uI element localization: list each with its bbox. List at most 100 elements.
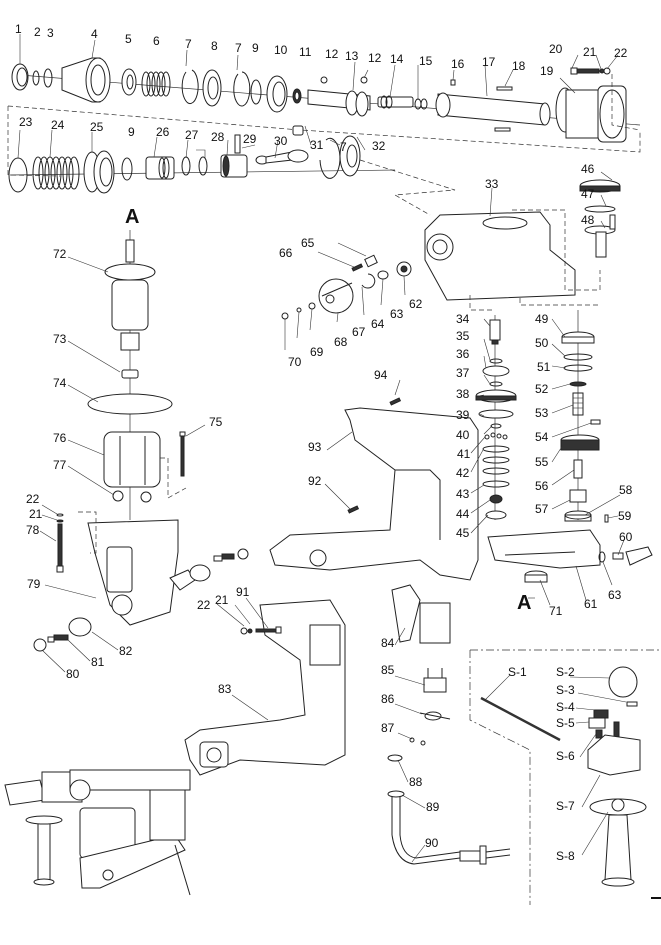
callout-22c: 22 — [197, 598, 211, 612]
part-7-circlip-c — [319, 137, 341, 179]
callout-54: 54 — [535, 430, 549, 444]
callout-10: 10 — [274, 43, 288, 57]
part-64-circlip — [361, 273, 376, 289]
part-12-ball — [320, 76, 328, 84]
part-44-nut — [489, 494, 503, 504]
callout-86: 86 — [381, 692, 395, 706]
part-12-ball-b — [360, 76, 368, 84]
part-94-screw — [389, 397, 402, 406]
part-82-brush-holder — [68, 617, 92, 637]
part-45-bearing — [485, 510, 507, 520]
part-34-pinion — [489, 319, 501, 345]
part-79-motor-housing — [87, 519, 196, 626]
callout-7c: 7 — [340, 140, 347, 154]
part-10-bearing — [266, 75, 288, 113]
part-11-oring — [292, 88, 302, 104]
part-22-washer-b — [56, 513, 64, 517]
callout-22a: 22 — [614, 46, 628, 60]
part-49-bearing — [561, 331, 595, 344]
part-20-screw — [570, 67, 600, 75]
part-22-washer — [603, 67, 611, 75]
part-43-washer — [482, 480, 510, 488]
callout-85: 85 — [381, 663, 395, 677]
part-35-washer — [489, 358, 503, 364]
callout-81: 81 — [91, 655, 105, 669]
callout-60: 60 — [619, 530, 633, 544]
part-46-bearing — [579, 179, 621, 193]
part-22-washer-c — [240, 627, 248, 635]
callout-22b: 22 — [26, 492, 40, 506]
part-2-washer — [32, 70, 40, 86]
callout-s6: S-6 — [556, 749, 575, 763]
part-48-link — [512, 209, 601, 291]
callout-89: 89 — [426, 800, 440, 814]
callout-87: 87 — [381, 721, 395, 735]
callout-11: 11 — [299, 45, 312, 59]
callout-32: 32 — [372, 139, 386, 153]
callout-26: 26 — [156, 125, 170, 139]
row2-bracket-top — [7, 105, 641, 153]
callout-35: 35 — [456, 329, 470, 343]
part-80-cap — [33, 638, 47, 652]
callout-72: 72 — [53, 247, 67, 261]
part-30-connecting-rod — [255, 149, 309, 165]
part-32-bearing — [339, 135, 361, 177]
callout-14: 14 — [390, 52, 404, 66]
callout-58: 58 — [619, 483, 633, 497]
part-21-washer-c — [247, 628, 253, 634]
part-25-clutch-gear — [83, 150, 115, 194]
callout-76: 76 — [53, 431, 67, 445]
callout-66: 66 — [279, 246, 293, 260]
part-68-washer — [308, 302, 316, 310]
part-3-washer — [43, 68, 53, 88]
callout-3: 3 — [47, 26, 54, 40]
callout-65: 65 — [301, 236, 315, 250]
part-21-washer — [599, 68, 605, 74]
callout-56: 56 — [535, 479, 549, 493]
part-83-handle — [184, 599, 346, 776]
callout-48: 48 — [581, 213, 595, 227]
part-58-seal — [564, 510, 592, 522]
callout-9b: 9 — [128, 125, 135, 139]
callout-69: 69 — [310, 345, 324, 359]
part-7-circlip-b — [233, 71, 251, 107]
callout-6: 6 — [153, 34, 160, 48]
row2-to-33-link — [359, 159, 456, 216]
callout-50: 50 — [535, 336, 549, 350]
part-1-seal — [11, 63, 29, 91]
callout-61: 61 — [584, 597, 598, 611]
part-78-screw — [56, 523, 64, 573]
callout-28: 28 — [211, 130, 225, 144]
callout-45: 45 — [456, 526, 470, 540]
callout-77: 77 — [53, 458, 67, 472]
part-16-pin — [450, 79, 456, 86]
part-61-base — [487, 529, 601, 569]
callout-62: 62 — [409, 297, 423, 311]
part-69-washer — [296, 307, 302, 313]
callout-12b: 12 — [368, 51, 382, 65]
callout-49: 49 — [535, 312, 549, 326]
callout-21b: 21 — [29, 507, 43, 521]
part-90-power-cord — [391, 834, 511, 865]
part-52-washer — [569, 381, 587, 387]
part-26-sleeve — [145, 156, 175, 180]
callout-25: 25 — [90, 120, 104, 134]
callout-67: 67 — [352, 325, 366, 339]
part-81-brush — [47, 634, 69, 643]
part-36-bearing — [482, 365, 510, 377]
section-marker-a-bottom: A — [517, 592, 532, 614]
part-9-oring — [250, 79, 262, 105]
part-19-housing — [555, 85, 627, 143]
callout-53: 53 — [535, 406, 549, 420]
callout-7b: 7 — [235, 41, 242, 55]
part-14-striker — [377, 95, 414, 109]
part-73-bearing — [121, 369, 139, 379]
callout-20: 20 — [549, 42, 563, 56]
part-42-disc-springs — [482, 445, 510, 475]
part-87-screws — [409, 737, 426, 746]
callout-13: 13 — [345, 49, 359, 63]
callout-16: 16 — [451, 57, 465, 71]
part-18-key — [494, 86, 513, 132]
callout-51: 51 — [537, 360, 551, 374]
